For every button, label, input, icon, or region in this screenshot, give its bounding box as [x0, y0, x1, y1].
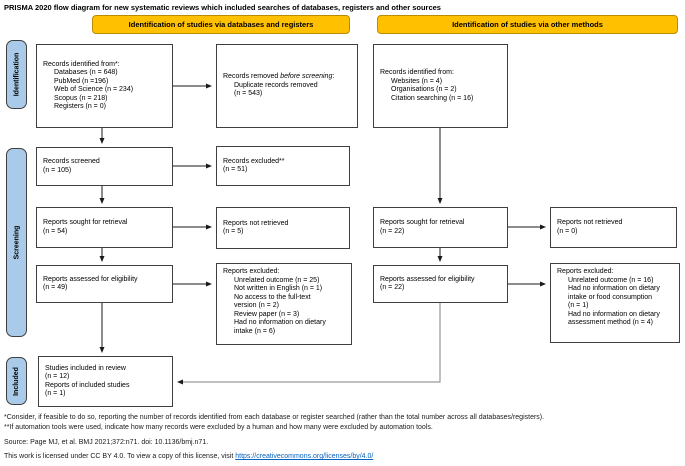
- column-header-other-methods: Identification of studies via other meth…: [377, 15, 678, 34]
- box-line: Unrelated outcome (n = 16): [568, 276, 654, 284]
- stage-label-text: Screening: [13, 225, 21, 260]
- footnote-automation: **If automation tools were used, indicat…: [4, 424, 433, 431]
- box-studies-included: Studies included in review(n = 12)Report…: [38, 356, 173, 407]
- box-line: Review paper (n = 3): [234, 310, 300, 318]
- box-text: Records removed: [223, 73, 281, 81]
- box-line: Records identified from*:: [43, 60, 120, 68]
- box-line: Records screened: [43, 158, 100, 165]
- box-line: (n = 0): [557, 227, 578, 235]
- box-line: Scopus (n = 218): [54, 94, 108, 102]
- stage-label-text: Included: [13, 366, 20, 396]
- box-reports-not-retrieved-other: Reports not retrieved(n = 0): [550, 207, 677, 248]
- box-line: Registers (n = 0): [54, 103, 106, 110]
- box-line: (n = 22): [380, 284, 405, 291]
- box-line: Had no information on dietary: [568, 285, 660, 292]
- box-line: (n = 1): [45, 390, 66, 397]
- box-line: Reports not retrieved: [223, 219, 289, 227]
- box-text: :: [332, 73, 335, 81]
- license-text: This work is licensed under CC BY 4.0. T…: [4, 453, 236, 460]
- box-line: No access to the full-text: [234, 293, 311, 301]
- box-line: assessment method (n = 4): [568, 319, 654, 326]
- box-line: Organisations (n = 2): [391, 86, 457, 93]
- box-line: (n = 105): [43, 166, 72, 174]
- box-line: Web of Science (n = 234): [54, 86, 134, 93]
- box-line: Reports not retrieved: [557, 219, 623, 226]
- box-line: (n = 22): [380, 227, 405, 235]
- stage-label-text: Identification: [13, 52, 20, 97]
- box-line: Websites (n = 4): [391, 77, 443, 85]
- box-line: Reports sought for retrieval: [43, 219, 128, 226]
- box-records-screened: Records screened(n = 105): [36, 147, 173, 186]
- box-line: Reports excluded:: [557, 268, 614, 275]
- license-note: This work is licensed under CC BY 4.0. T…: [4, 452, 682, 461]
- box-line: Not written in English (n = 1): [234, 285, 323, 292]
- box-line: Reports assessed for eligibility: [380, 275, 475, 283]
- box-line: (n = 543): [234, 90, 263, 98]
- box-reports-excluded-databases: Reports excluded: Unrelated outcome (n =…: [216, 263, 352, 345]
- box-line: (n = 54): [43, 227, 68, 235]
- box-records-removed-before-screening: Records removed before screening: Duplic…: [216, 44, 358, 128]
- box-reports-assessed-other: Reports assessed for eligibility(n = 22): [373, 265, 508, 303]
- stage-label-identification: Identification: [6, 40, 27, 109]
- box-line: Reports of included studies: [45, 381, 130, 389]
- column-header-databases-registers: Identification of studies via databases …: [92, 15, 350, 34]
- box-records-excluded: Records excluded**(n = 51): [216, 146, 350, 186]
- box-line: Databases (n = 648): [54, 69, 118, 76]
- box-line: (n = 12): [45, 373, 70, 380]
- box-line: Reports excluded:: [223, 268, 280, 275]
- box-text-italic: before screening: [280, 73, 333, 81]
- box-reports-assessed-databases: Reports assessed for eligibility(n = 49): [36, 265, 173, 303]
- box-records-identified-other-methods: Records identified from: Websites (n = 4…: [373, 44, 508, 128]
- box-line: Studies included in review: [45, 364, 126, 372]
- box-line: (n = 49): [43, 284, 68, 291]
- box-line: Citation searching (n = 16): [391, 94, 474, 102]
- box-line: Records removed before screening:: [223, 73, 353, 82]
- box-records-identified-databases: Records identified from*: Databases (n =…: [36, 44, 173, 128]
- box-line: PubMed (n =196): [54, 77, 109, 85]
- box-line: Had no information on dietary: [568, 310, 660, 318]
- diagram-title: PRISMA 2020 flow diagram for new systema…: [4, 3, 441, 12]
- box-line: Reports sought for retrieval: [380, 219, 465, 226]
- box-line: intake or food consumption: [568, 293, 653, 301]
- box-line: Had no information on dietary: [234, 319, 326, 326]
- box-line: (n = 1): [568, 302, 589, 309]
- box-line: Unrelated outcome (n = 25): [234, 276, 320, 284]
- box-line: Records identified from:: [380, 69, 454, 76]
- box-line: version (n = 2): [234, 302, 279, 309]
- box-line: Duplicate records removed: [234, 81, 318, 89]
- box-reports-not-retrieved-databases: Reports not retrieved(n = 5): [216, 207, 350, 249]
- box-reports-sought-databases: Reports sought for retrieval(n = 54): [36, 207, 173, 248]
- box-reports-excluded-other: Reports excluded: Unrelated outcome (n =…: [550, 263, 680, 343]
- box-line: (n = 5): [223, 228, 244, 235]
- box-line: Reports assessed for eligibility: [43, 275, 138, 283]
- stage-label-screening: Screening: [6, 148, 27, 337]
- license-link[interactable]: https://creativecommons.org/licenses/by/…: [235, 453, 374, 460]
- box-line: Records excluded**: [223, 157, 285, 165]
- footnote-databases: *Consider, if feasible to do so, reporti…: [4, 414, 545, 421]
- stage-label-included: Included: [6, 357, 27, 405]
- source-citation: Source: Page MJ, et al. BMJ 2021;372:n71…: [4, 439, 209, 446]
- box-line: (n = 51): [223, 166, 248, 173]
- box-reports-sought-other: Reports sought for retrieval(n = 22): [373, 207, 508, 248]
- box-line: intake (n = 6): [234, 327, 276, 335]
